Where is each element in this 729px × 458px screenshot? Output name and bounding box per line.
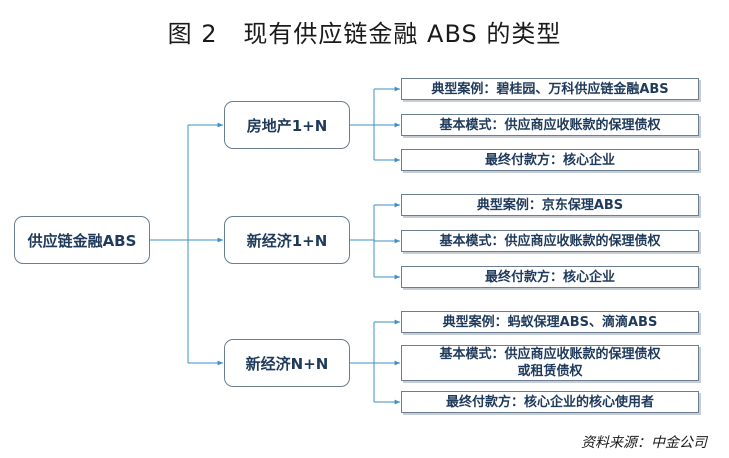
root-node: 供应链金融ABS: [14, 216, 150, 264]
leaf-node: 基本模式：供应商应收账款的保理债权 或租赁债权: [401, 345, 699, 381]
leaf-node: 典型案例：碧桂园、万科供应链金融ABS: [401, 78, 699, 100]
leaf-line: 典型案例：京东保理ABS: [476, 197, 624, 213]
leaf-line: 或租赁债权: [517, 364, 583, 379]
leaf-line: 基本模式：供应商应收账款的保理债权: [439, 347, 661, 362]
branch-node-new-economy-1n: 新经济1+N: [224, 216, 350, 264]
leaf-line: 最终付款方：核心企业: [484, 152, 615, 168]
leaf-line: 典型案例：蚂蚁保理ABS、滴滴ABS: [442, 314, 658, 330]
leaf-node: 典型案例：京东保理ABS: [401, 194, 699, 216]
branch-label: 房地产1+N: [246, 116, 328, 135]
leaf-node: 基本模式：供应商应收账款的保理债权: [401, 114, 699, 136]
leaf-node: 最终付款方：核心企业: [401, 149, 699, 171]
leaf-line: 最终付款方：核心企业的核心使用者: [445, 394, 654, 410]
leaf-node: 最终付款方：核心企业: [401, 266, 699, 288]
leaf-line: 基本模式：供应商应收账款的保理债权: [439, 117, 661, 133]
leaf-line: 基本模式：供应商应收账款的保理债权: [439, 233, 661, 249]
branch-label: 新经济N+N: [245, 354, 329, 373]
leaf-node: 最终付款方：核心企业的核心使用者: [401, 391, 699, 413]
root-node-label: 供应链金融ABS: [27, 231, 137, 250]
branch-node-new-economy-nn: 新经济N+N: [224, 339, 350, 387]
branch-label: 新经济1+N: [246, 231, 328, 250]
leaf-node: 典型案例：蚂蚁保理ABS、滴滴ABS: [401, 311, 699, 333]
leaf-line: 最终付款方：核心企业: [484, 269, 615, 285]
leaf-line: 典型案例：碧桂园、万科供应链金融ABS: [431, 81, 669, 97]
branch-node-real-estate: 房地产1+N: [224, 101, 350, 149]
leaf-node: 基本模式：供应商应收账款的保理债权: [401, 230, 699, 252]
diagram-title: 图 2 现有供应链金融 ABS 的类型: [167, 20, 562, 48]
source-note: 资料来源：中金公司: [581, 435, 707, 451]
